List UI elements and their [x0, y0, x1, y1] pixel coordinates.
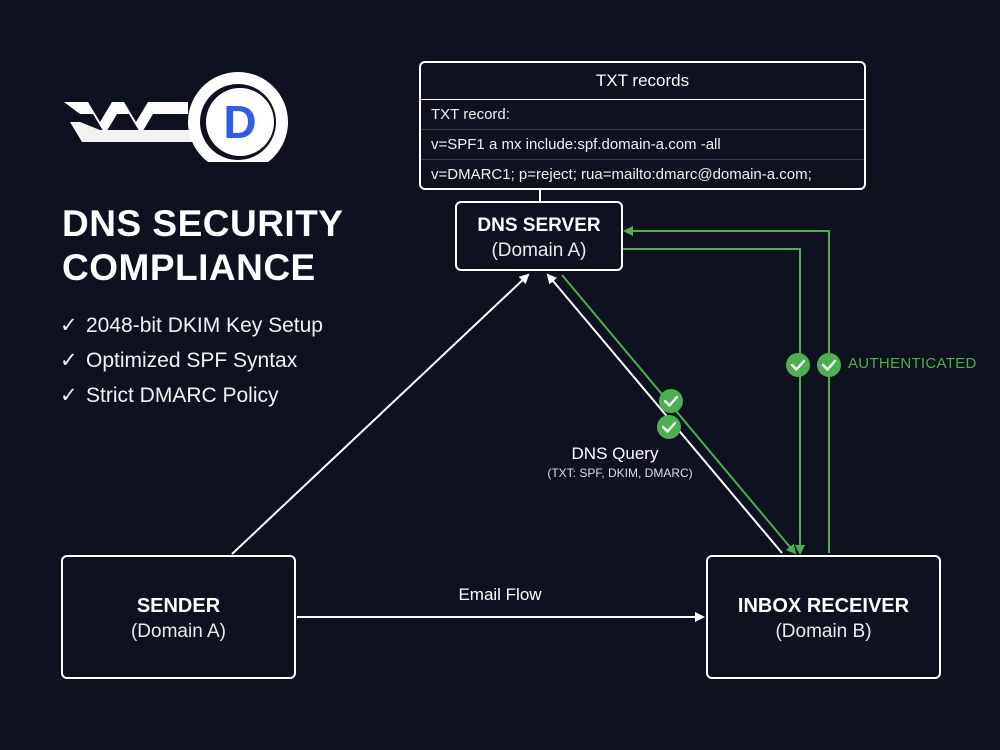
feature-item: ✓ Optimized SPF Syntax [60, 343, 323, 378]
logo-letter: D [223, 96, 256, 148]
sender-domain: (Domain A) [130, 621, 227, 642]
check-badge-icon [659, 389, 683, 413]
feature-text: Optimized SPF Syntax [86, 349, 298, 372]
check-badge-icon [786, 353, 810, 377]
txt-records-header: TXT records [421, 63, 864, 100]
txt-records-panel: TXT records TXT record: v=SPF1 a mx incl… [419, 61, 866, 190]
dns-query-detail-label: (TXT: SPF, DKIM, DMARC) [547, 466, 693, 480]
authenticated-label: AUTHENTICATED [848, 355, 977, 372]
txt-record-row: v=DMARC1; p=reject; rua=mailto:dmarc@dom… [431, 166, 812, 183]
receiver-name: INBOX RECEIVER [737, 595, 910, 617]
dns-query-label: DNS Query [571, 444, 659, 463]
feature-list: ✓ 2048-bit DKIM Key Setup ✓ Optimized SPF … [60, 308, 323, 413]
inbox-receiver-node: INBOX RECEIVER (Domain B) [706, 555, 941, 679]
receiver-domain: (Domain B) [775, 621, 872, 642]
dns-server-node: DNS SERVER (Domain A) [455, 201, 623, 271]
feature-text: Strict DMARC Policy [86, 384, 279, 407]
email-flow-label: Email Flow [458, 585, 542, 604]
feature-item: ✓ Strict DMARC Policy [60, 378, 323, 413]
auth-confirm-arrow [623, 226, 830, 553]
sender-node: SENDER (Domain A) [61, 555, 296, 679]
page-title: DNS SECURITY COMPLIANCE [62, 202, 392, 290]
check-icon: ✓ [60, 349, 78, 372]
key-logo-icon: D [64, 72, 288, 172]
sender-name: SENDER [136, 595, 221, 617]
feature-text: 2048-bit DKIM Key Setup [86, 314, 323, 337]
title-line-2: COMPLIANCE [62, 247, 316, 288]
txt-record-row: v=SPF1 a mx include:spf.domain-a.com -al… [421, 130, 864, 160]
key-logo: D [60, 62, 300, 172]
dns-response-arrow [561, 274, 797, 555]
check-badge-icon [817, 353, 841, 377]
feature-item: ✓ 2048-bit DKIM Key Setup [60, 308, 323, 343]
dns-server-domain: (Domain A) [491, 240, 587, 261]
txt-record-row: TXT record: [421, 100, 864, 130]
auth-response-arrow [623, 248, 805, 555]
check-icon: ✓ [60, 384, 78, 407]
dns-server-name: DNS SERVER [477, 215, 601, 236]
check-icon: ✓ [60, 314, 78, 337]
dns-query-arrow [546, 273, 783, 554]
sender-to-dns-arrow [231, 273, 530, 555]
check-badge-icon [657, 415, 681, 439]
title-line-1: DNS SECURITY [62, 203, 344, 244]
